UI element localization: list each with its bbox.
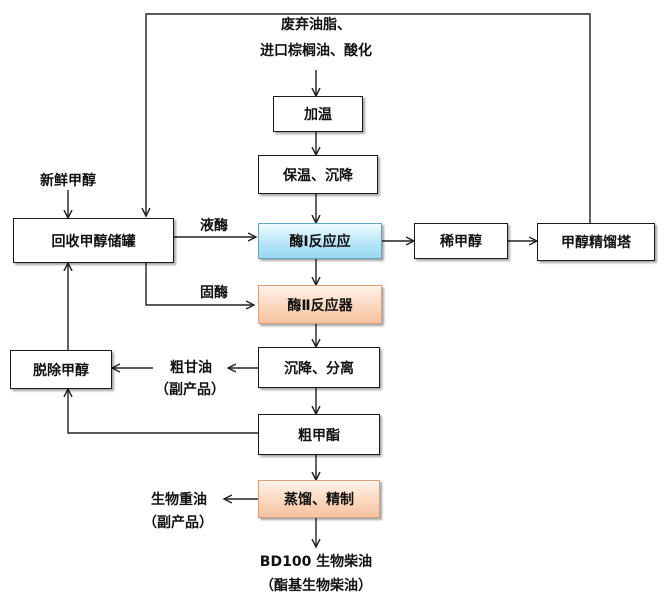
- remove-methanol-box: 脱除甲醇: [10, 350, 112, 389]
- feed-label-line1: 废弃油脂、: [281, 17, 351, 33]
- feed-label-line2: 进口棕榈油、酸化: [260, 43, 372, 59]
- liquid-enzyme-label: 液酶: [200, 218, 228, 234]
- product-label-line1: BD100 生物柴油: [259, 554, 373, 570]
- arrow-crude-ester-to-remove: [68, 389, 258, 434]
- methanol-tower-box: 甲醇精馏塔: [537, 223, 655, 261]
- product-label-line2: （酯基生物柴油）: [260, 578, 372, 594]
- byproduct-label-2: （副产品）: [143, 515, 213, 531]
- arrow-storage-to-enzyme2: [145, 259, 254, 305]
- enzyme2-reactor-box: 酶Ⅱ反应器: [258, 285, 382, 324]
- heavy-oil-label: 生物重油: [151, 492, 207, 508]
- return-line-tower-to-storage: [146, 13, 591, 223]
- settle-separate-box: 沉降、分离: [258, 347, 380, 388]
- hold-settle-box: 保温、沉降: [258, 155, 378, 194]
- crude-ester-box: 粗甲酯: [258, 414, 380, 455]
- byproduct-label-1: （副产品）: [155, 382, 225, 398]
- enzyme1-reactor-box: 酶Ⅰ反应应: [258, 223, 382, 259]
- heating-box: 加温: [273, 96, 363, 132]
- fresh-methanol-label: 新鲜甲醇: [40, 173, 96, 189]
- dilute-methanol-box: 稀甲醇: [414, 223, 508, 259]
- methanol-storage-box: 回收甲醇储罐: [13, 218, 174, 263]
- distill-refine-box: 蒸馏、精制: [258, 480, 380, 518]
- crude-glycerol-label: 粗甘油: [170, 360, 212, 376]
- solid-enzyme-label: 固酶: [200, 285, 228, 301]
